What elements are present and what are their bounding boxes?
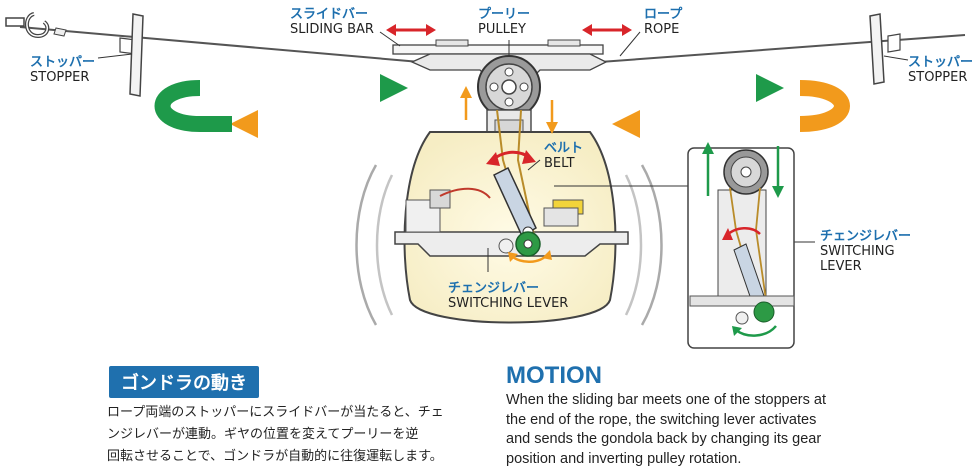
motion-arrow-left-green (154, 74, 408, 132)
jp-section-body: ロープ両端のストッパーにスライドバーが当たると、チェ ンジレバーが連動。ギヤの位… (107, 402, 487, 468)
inset-switching-lever-label-en2: LEVER (820, 258, 862, 274)
sliding-bar-label: スライドバー SLIDING BAR (290, 7, 374, 38)
switching-lever-label: チェンジレバー SWITCHING LEVER (448, 281, 569, 312)
motion-arrow-left-orange (200, 110, 400, 138)
jp-section-heading: ゴンドラの動き (109, 366, 259, 398)
sliding-bar-label-jp: スライドバー (290, 7, 369, 22)
rope-label-jp: ロープ (644, 7, 683, 22)
inset-switching-lever-label-jp: チェンジレバー (820, 229, 912, 244)
sliding-bar-label-en: SLIDING BAR (290, 21, 374, 37)
inset-switching-lever-label: チェンジレバー SWITCHING LEVER (820, 229, 912, 275)
gear-rotation-arrows (508, 250, 552, 263)
switching-lever-label-jp: チェンジレバー (448, 281, 540, 296)
en-line: and sends the gondola back by changing i… (506, 431, 822, 447)
gear (498, 231, 541, 257)
jp-line: 回転させることで、ゴンドラが自動的に往復運転します。 (107, 449, 443, 464)
gondola-cabin (394, 131, 629, 324)
en-line: the end of the rope, the switching lever… (506, 411, 817, 428)
stopper-right-label-jp: ストッパー (908, 55, 974, 70)
motion-arrow-right-green (600, 74, 784, 102)
en-line: When the sliding bar meets one of the st… (506, 392, 826, 408)
en-line: position and inverting pulley rotation. (506, 450, 742, 467)
stopper-left-label-jp: ストッパー (30, 55, 96, 70)
stopper-left-label-en: STOPPER (30, 69, 90, 85)
pulley-label: プーリー PULLEY (478, 7, 531, 38)
pulley-label-jp: プーリー (478, 7, 531, 22)
en-section-heading: MOTION (506, 362, 602, 389)
rope-label-en: ROPE (644, 21, 680, 37)
belt-label-jp: ベルト (544, 141, 584, 156)
stopper-right-label-en: STOPPER (908, 69, 968, 85)
pulley-rotation-arrow (460, 86, 558, 134)
rope-hook (5, 12, 67, 39)
belt-label: ベルト BELT (544, 141, 584, 172)
stopper-left (119, 13, 144, 97)
belt-label-en: BELT (544, 155, 575, 171)
rope-label: ロープ ROPE (644, 7, 683, 38)
swing-lines (355, 164, 663, 326)
sliding-direction-arrow-right (582, 24, 632, 36)
jp-line: ンジレバーが連動。ギヤの位置を変えてプーリーを逆 (107, 427, 419, 442)
leader-lines (97, 31, 909, 272)
motion-arrow-right-orange (612, 80, 850, 138)
stopper-left-label: ストッパー STOPPER (30, 55, 96, 86)
pulley-label-en: PULLEY (478, 21, 526, 37)
pulley (477, 55, 541, 119)
inset-detail (687, 142, 795, 349)
en-section-body: When the sliding bar meets one of the st… (506, 391, 886, 469)
lever-rotation-arrow (486, 150, 536, 166)
inset-switching-lever-label-en: SWITCHING (820, 243, 895, 259)
stopper-right (869, 13, 901, 85)
jp-line: ロープ両端のストッパーにスライドバーが当たると、チェ (107, 405, 444, 420)
switching-lever-label-en: SWITCHING LEVER (448, 295, 569, 311)
stopper-right-label: ストッパー STOPPER (908, 55, 974, 86)
sliding-direction-arrow-left (386, 24, 436, 36)
